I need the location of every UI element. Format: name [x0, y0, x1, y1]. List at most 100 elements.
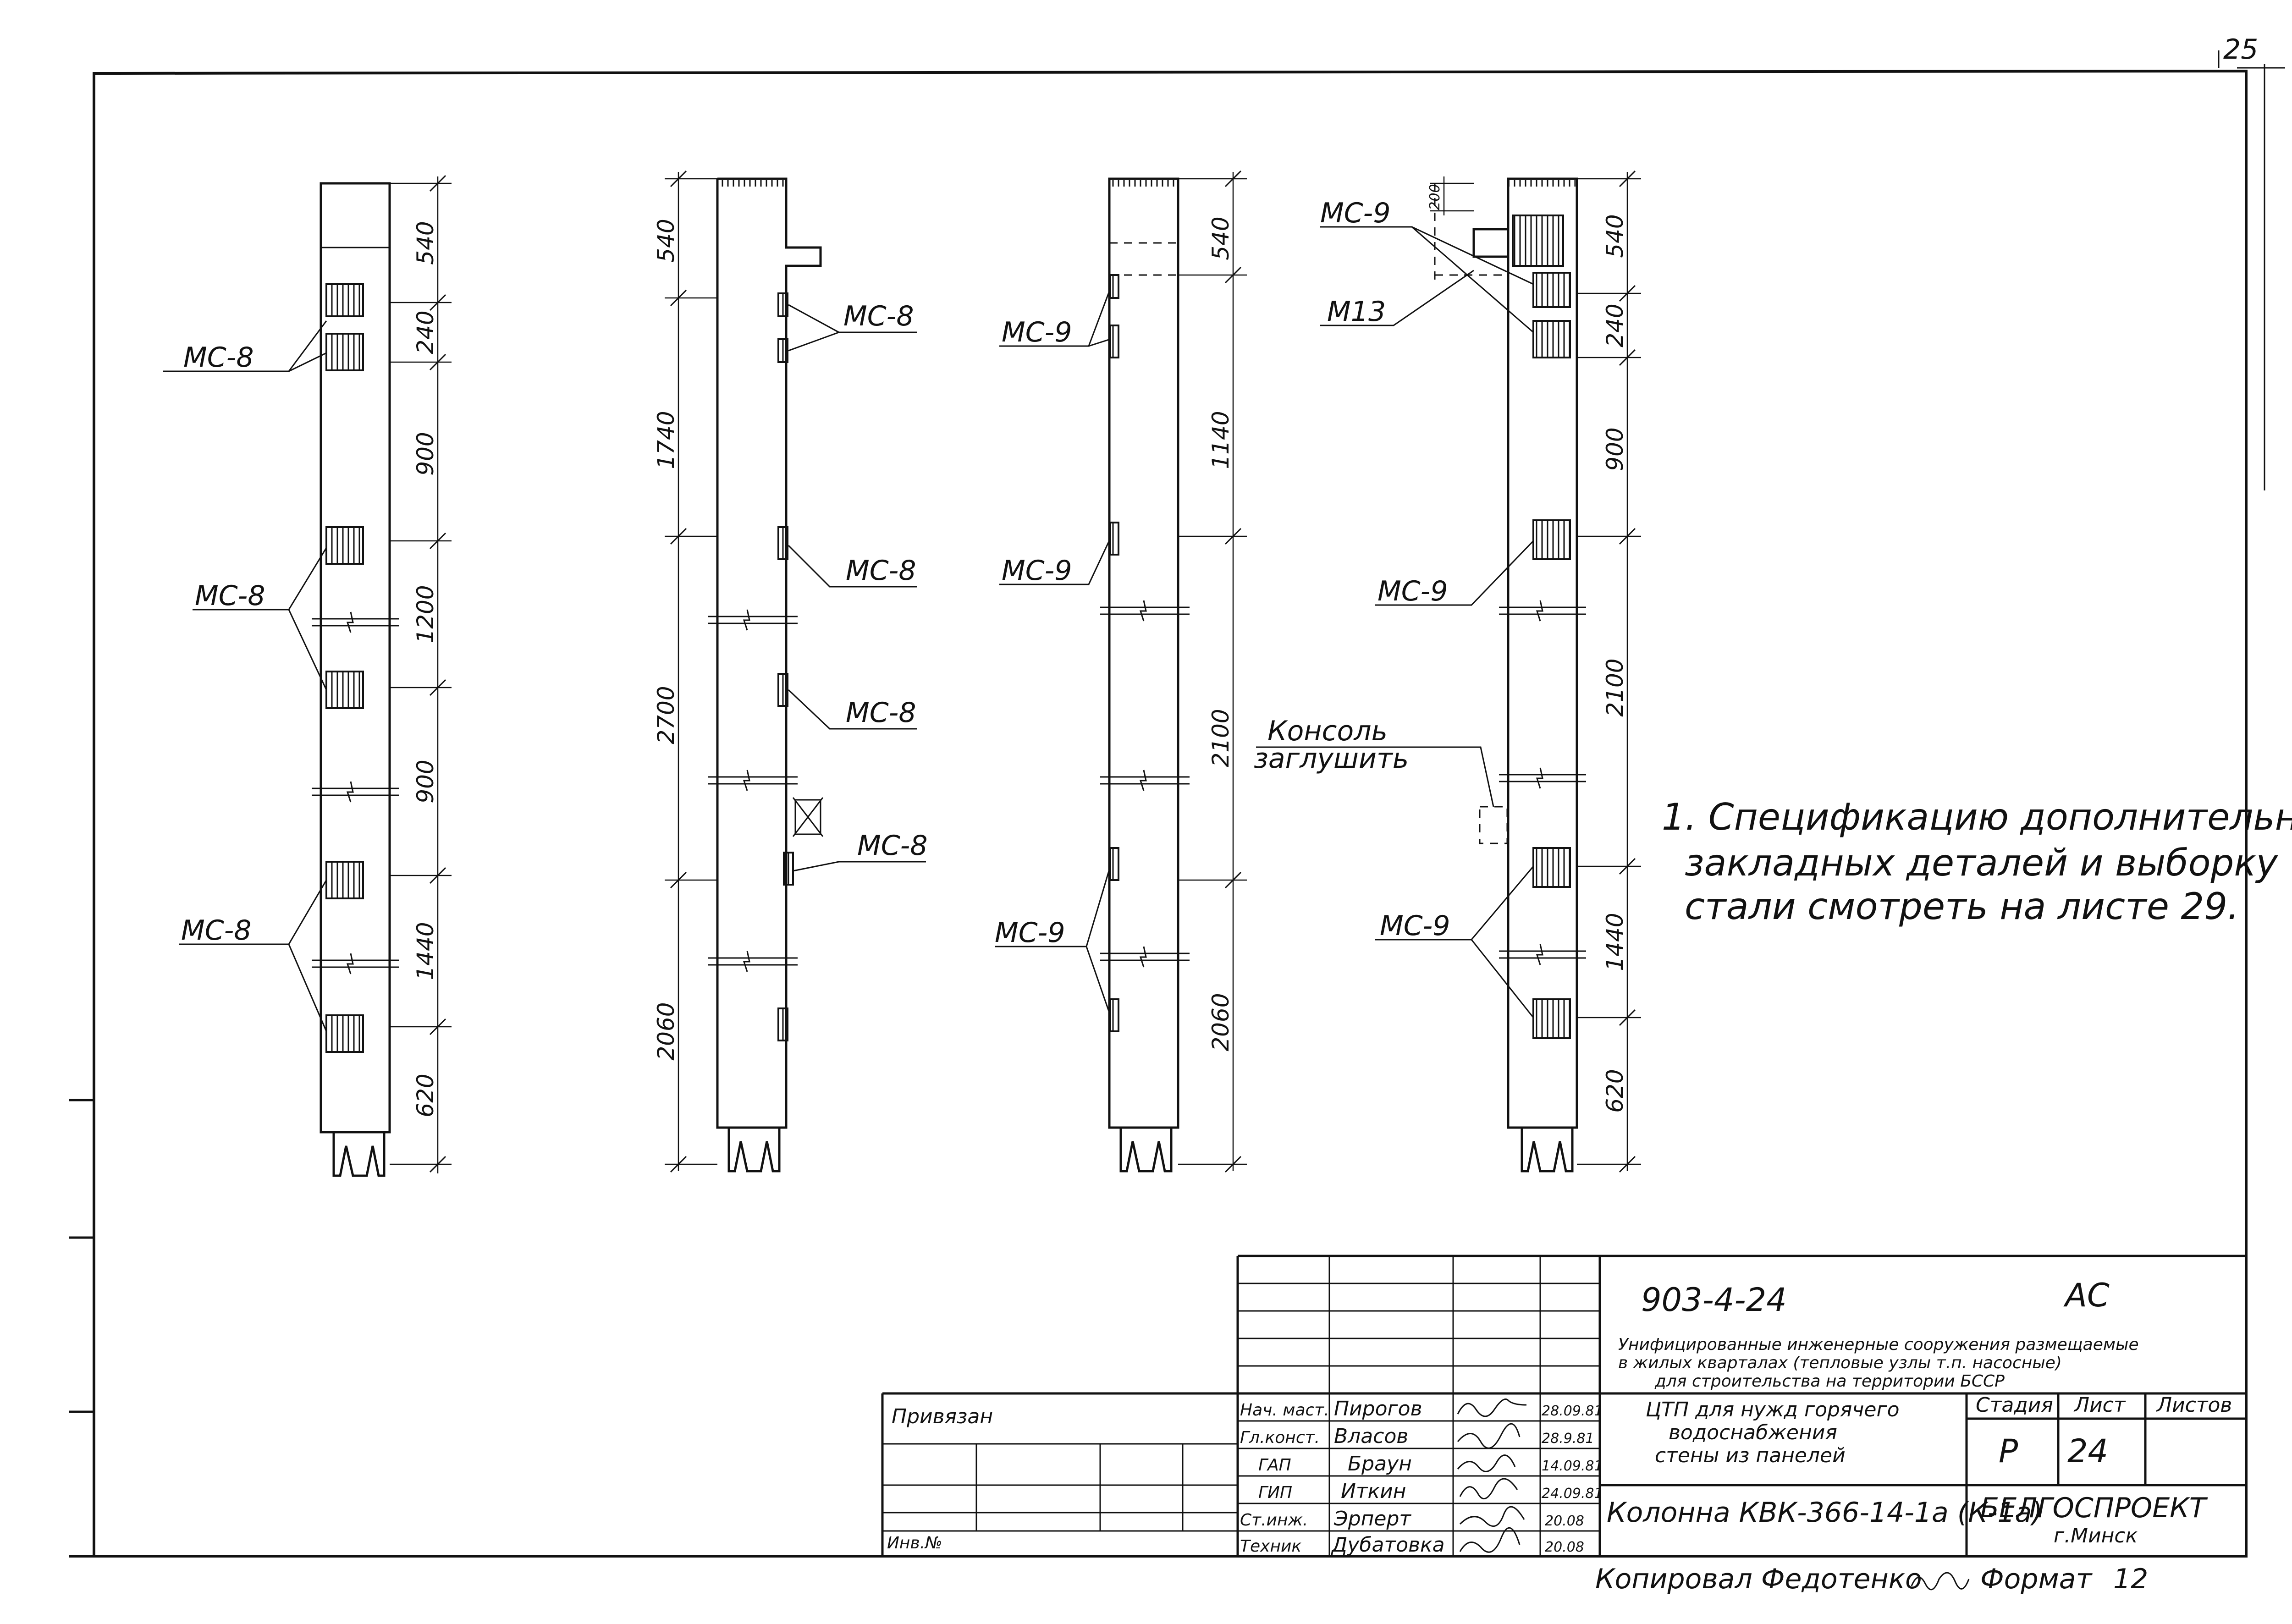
bound-label: Привязан	[892, 1405, 993, 1428]
document-code: 903-4-24	[1641, 1281, 1787, 1319]
console-label: заглушить	[1254, 743, 1409, 775]
column-4-body	[1507, 177, 1578, 1129]
staff-date: 24.09.81	[1542, 1486, 1603, 1502]
dimension-label: 540	[1602, 214, 1628, 258]
staff-name: Иткин	[1341, 1480, 1406, 1503]
sheets-label: Листов	[2156, 1393, 2232, 1417]
staff-date: 20.08	[1545, 1539, 1584, 1555]
element-title: Колонна КВК-366-14-1а (К-1а)	[1607, 1497, 2043, 1529]
staff-name: Браун	[1348, 1452, 1412, 1475]
dimension-label: 2100	[1207, 709, 1234, 767]
embedded-plate	[325, 283, 364, 317]
inventory-label: Инв.№	[887, 1534, 942, 1552]
staff-name: Эрперт	[1333, 1507, 1411, 1530]
signatures	[1457, 1398, 1527, 1553]
embedded-part-label: М13	[1327, 296, 1386, 328]
embedded-plate	[1532, 320, 1571, 358]
dimension-label: 1140	[1207, 411, 1234, 469]
staff-date: 28.9.81	[1542, 1431, 1594, 1447]
column-3-body	[1108, 177, 1179, 1129]
title-block: 903-4-24 АС Унифицированные инженерные с…	[881, 1255, 2246, 1557]
dimension-label: 240	[1602, 303, 1628, 347]
staff-role: Ст.инж.	[1240, 1511, 1308, 1530]
note-line: закладных деталей и выборку	[1685, 842, 2279, 884]
staff-name: Власов	[1334, 1425, 1408, 1448]
project-title-line: Унифицированные инженерные сооружения ра…	[1618, 1335, 2139, 1354]
organization-name: БЕЛГОСПРОЕКТ	[1980, 1492, 2208, 1524]
dimension-label: 1440	[412, 922, 439, 980]
sheet-title-line: ЦТП для нужд горячего	[1646, 1398, 1900, 1421]
embedded-part-label: МС-9	[1377, 575, 1448, 607]
dimension-label: 900	[1602, 427, 1628, 471]
sheet-title-line: стены из панелей	[1655, 1444, 1846, 1467]
column-2-body	[716, 177, 822, 1129]
column-2: 540 1740 2700 2060 МС-8 МС-8 МС-8 МС-8	[653, 170, 928, 1173]
embedded-part-label: МС-8	[195, 580, 265, 612]
sheet-number: 25	[2223, 33, 2258, 66]
general-note: 1. Спецификацию дополнительных закладных…	[1662, 796, 2292, 928]
embedded-plate	[777, 292, 788, 317]
dimension-label: 240	[412, 310, 439, 354]
format-value: 12	[2113, 1563, 2148, 1595]
sheet-frame	[69, 50, 2285, 1558]
embedded-plate	[1109, 847, 1119, 881]
staff-role: ГИП	[1258, 1483, 1292, 1502]
document-section: АС	[2063, 1277, 2110, 1314]
embedded-part-label: МС-8	[857, 830, 928, 862]
staff-role: Нач. маст.	[1240, 1401, 1329, 1420]
embedded-part-label: МС-9	[995, 917, 1065, 949]
dimension-label: 2060	[653, 1002, 679, 1060]
dimension-label: 1200	[412, 585, 439, 643]
note-line: 1. Спецификацию дополнительных	[1662, 796, 2292, 838]
sheet-title-line: водоснабжения	[1669, 1421, 1837, 1444]
column-1: 540 240 900 1200 900 1440 620 МС-8 МС-8 …	[163, 175, 452, 1177]
embedded-part-label: МС-9	[1002, 555, 1072, 587]
dimension-label: 900	[412, 432, 439, 475]
embedded-plate	[1532, 519, 1571, 560]
staff-role: ГАП	[1258, 1456, 1291, 1475]
embedded-plate	[1109, 522, 1119, 556]
column-1-body	[320, 182, 391, 1134]
dimension-label: 1740	[653, 411, 679, 469]
staff-role: Техник	[1240, 1537, 1301, 1556]
embedded-plate	[1109, 274, 1119, 299]
embedded-plate	[777, 673, 788, 707]
embedded-part-label: МС-9	[1320, 197, 1391, 229]
dimension-label: 1440	[1602, 913, 1628, 971]
stage-value: Р	[1999, 1432, 2018, 1470]
embedded-plate	[325, 333, 364, 371]
console-label: Консоль	[1267, 715, 1388, 747]
organization-city: г.Минск	[2054, 1524, 2138, 1547]
column-3: 540 1140 2100 2060 МС-9 МС-9 МС-9	[995, 170, 1247, 1173]
copyist-signature	[1911, 1572, 1970, 1591]
column-4: 200 540 240 900 2100 1440 620 МС-9 М13 М…	[1254, 170, 1641, 1173]
dimension-label: 2100	[1602, 658, 1628, 716]
project-title-line: в жилых кварталах (тепловые узлы т.п. на…	[1618, 1354, 2062, 1372]
embedded-plate	[325, 1014, 364, 1053]
embedded-plate	[1512, 215, 1564, 267]
embedded-part-label: МС-8	[846, 555, 916, 587]
copied-by: Копировал Федотенко	[1595, 1563, 1922, 1595]
embedded-plate	[1109, 325, 1119, 358]
staff-name: Пирогов	[1334, 1397, 1422, 1420]
sheet-value: 24	[2067, 1432, 2108, 1470]
embedded-part-label: МС-9	[1380, 910, 1450, 942]
staff-date: 28.09.81	[1542, 1403, 1603, 1419]
note-line: стали смотреть на листе 29.	[1685, 885, 2239, 928]
dimension-label: 200	[1427, 184, 1443, 210]
dimension-label: 540	[653, 219, 679, 262]
sheet-label: Лист	[2073, 1393, 2126, 1417]
dimension-label: 2060	[1207, 993, 1234, 1051]
embedded-plate	[325, 861, 364, 899]
embedded-plate	[1109, 998, 1119, 1032]
embedded-plate	[783, 852, 794, 886]
staff-name: Дубатовка	[1331, 1533, 1445, 1557]
dimension-label: 620	[412, 1073, 439, 1117]
dimension-label: 540	[412, 221, 439, 264]
project-title-line: для строительства на территории БССР	[1654, 1372, 2005, 1391]
embedded-part-label: МС-8	[843, 300, 914, 332]
embedded-part-label: МС-8	[183, 341, 254, 374]
embedded-part-label: МС-9	[1002, 316, 1072, 348]
staff-date: 14.09.81	[1542, 1458, 1603, 1474]
